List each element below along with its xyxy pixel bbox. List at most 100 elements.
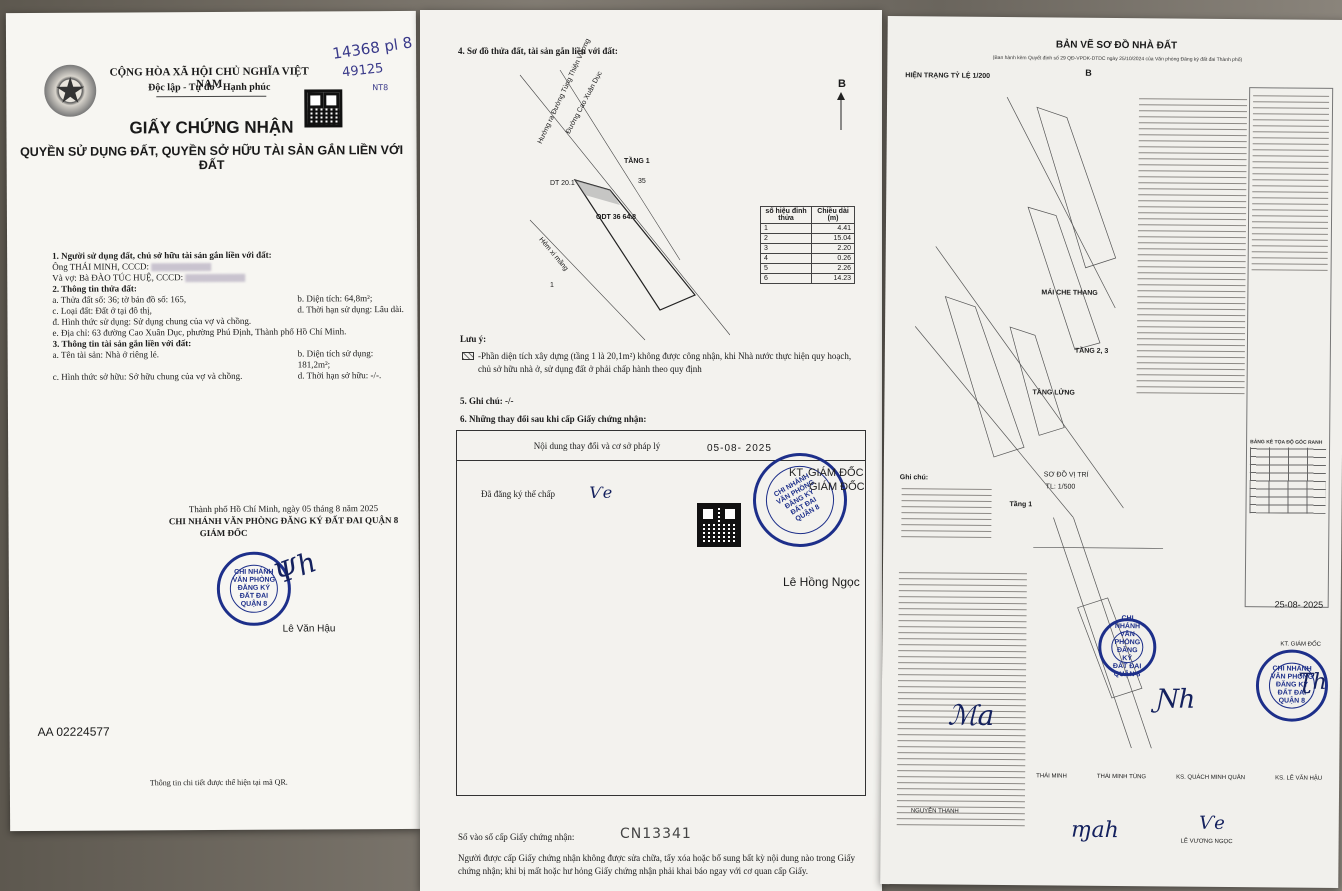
house-land-plan-page: BẢN VẼ SƠ ĐỒ NHÀ ĐẤT (Ban hành kèm Quyết… — [880, 16, 1342, 888]
section-5: 5. Ghi chú: -/- — [460, 396, 514, 406]
stamp-line: VĂN PHÒNG — [1114, 631, 1141, 647]
handwritten-small: NT8 — [372, 83, 389, 93]
neighbor-1: 1 — [550, 282, 554, 289]
redacted-id — [151, 262, 212, 272]
plan-title: BẢN VẼ SƠ ĐỒ NHÀ ĐẤT — [1055, 39, 1178, 52]
vertex-number: 4 — [759, 253, 813, 264]
changes-table: Nội dung thay đổi và cơ sở pháp lý 05-08… — [456, 430, 866, 796]
owner-section: 1. Người sử dụng đất, chủ sở hữu tài sản… — [52, 249, 408, 383]
floor-plan-drawing — [914, 96, 1124, 518]
plan-signer-name: THÁI MINH TÙNG — [1096, 773, 1147, 781]
parcel-type: c. Loại đất: Đất ở tại đô thị, — [52, 305, 152, 316]
plan-signature-3: ℳa — [947, 698, 995, 732]
plan-scale: HIỆN TRẠNG TỶ LỆ 1/200 — [905, 72, 991, 80]
plan-signer-name: THÁI MINH — [1036, 773, 1067, 780]
legend-title: Ghi chú: — [899, 474, 929, 482]
owner-1: Ông THÁI MINH, CCCD: — [52, 261, 150, 272]
floor-label: TẦNG 1 — [624, 158, 650, 165]
place-date: Thành phố Hồ Chí Minh, ngày 05 tháng 8 n… — [188, 503, 379, 515]
change-content: Đã đăng ký thế chấp — [481, 489, 555, 499]
owner-2: Và vợ: Bà ĐÀO TÚC HUỆ, CCCD: — [52, 272, 184, 283]
asset-term: d. Thời hạn sở hữu: -/-. — [297, 370, 382, 381]
national-emblem-icon — [44, 64, 97, 117]
handwritten-note: 14368 pl 8 — [331, 33, 414, 63]
edge-length: 2.26 — [811, 263, 855, 274]
register-value: CN13341 — [620, 826, 692, 842]
parcel-number: a. Thửa đất số: 36; tờ bản đồ số: 165, — [52, 294, 187, 305]
stamp-line: QUẬN 8 — [240, 600, 268, 608]
edge-length: 15.04 — [811, 233, 855, 244]
stamp-role: GIÁM ĐỐC — [809, 481, 865, 493]
serial-number: AA 02224577 — [37, 724, 110, 739]
coordinate-table-title: BẢNG KÊ TỌA ĐỘ GÓC RANH — [1250, 439, 1323, 446]
edge-length: 0.26 — [811, 253, 855, 264]
plan-signer-name: KS. LÊ VĂN HẬU — [1275, 775, 1323, 782]
note-text: -Phần diện tích xây dựng (tầng 1 là 20,1… — [478, 351, 852, 374]
plan-signature-4: ɱah — [1070, 817, 1119, 844]
parcel-diagram — [519, 70, 730, 341]
certificate-page-2: 4. Sơ đồ thửa đất, tài sản gắn liền với … — [420, 10, 882, 891]
certificate-title: GIẤY CHỨNG NHẬN — [129, 117, 294, 138]
asset-area: b. Diện tích sử dụng: 181,2m²; — [297, 348, 374, 370]
plan-signer-mid: LÊ VƯƠNG NGỌC — [1180, 838, 1233, 846]
label-so-do-scale: TL: 1/500 — [1045, 483, 1076, 491]
changes-header-text: Nội dung thay đổi và cơ sở pháp lý — [533, 441, 661, 451]
stamp-role-title: KT. GIÁM ĐỐC — [789, 467, 864, 479]
issuing-office: CHI NHÁNH VĂN PHÒNG ĐĂNG KÝ ĐẤT ĐAI QUẬN… — [168, 515, 399, 527]
north-arrow-icon — [837, 92, 845, 130]
label-tang-1: Tầng 1 — [1009, 501, 1033, 509]
label-mai-che: MÁI CHE THANG — [1041, 289, 1098, 297]
label-tang-lung: TẦNG LỬNG — [1032, 389, 1075, 397]
vertex-number: 1 — [759, 223, 813, 234]
motto: Độc lập - Tự do - Hạnh phúc — [148, 81, 271, 94]
parcel-code: ODT 36 64.8 — [596, 214, 637, 221]
change-signer: Lê Hồng Ngọc — [783, 575, 860, 589]
north-label: B — [838, 78, 846, 90]
hatch-legend-icon — [462, 352, 474, 360]
director-title: GIÁM ĐỐC — [199, 527, 248, 539]
label-so-do: SƠ ĐỒ VỊ TRÍ — [1043, 471, 1089, 479]
edge-length: 14.23 — [811, 273, 855, 284]
section-4-heading: 4. Sơ đồ thửa đất, tài sản gắn liền với … — [458, 46, 618, 56]
note-title: Lưu ý: — [460, 334, 487, 344]
plan-signer-name: KS. QUÁCH MINH QUÂN — [1176, 774, 1246, 782]
vertex-number: 2 — [759, 233, 813, 244]
redacted-id — [185, 273, 246, 283]
change-qr-code[interactable] — [697, 503, 741, 547]
register-label: Số vào sổ cấp Giấy chứng nhận: — [458, 832, 575, 842]
stamp-line: CHI NHÁNH — [234, 568, 274, 576]
legend-lines — [901, 488, 992, 543]
edge-length: 2.20 — [811, 243, 855, 254]
vertex-number: 6 — [759, 273, 813, 284]
coordinate-table — [1249, 447, 1327, 514]
certificate-subtitle: QUYỀN SỬ DỤNG ĐẤT, QUYỀN SỞ HỮU TÀI SẢN … — [20, 143, 404, 173]
plan-date: 25-08- 2025 — [1274, 599, 1324, 610]
changes-table-header — [457, 431, 865, 461]
parcel-info-lines — [1251, 95, 1330, 276]
certificate-page-1: CỘNG HÒA XÃ HỘI CHỦ NGHĨA VIỆT NAM Độc l… — [5, 10, 421, 832]
asset-ownership: c. Hình thức sở hữu: Sở hữu chung của vợ… — [52, 370, 243, 382]
asset-name: a. Tên tài sản: Nhà ở riêng lẻ. — [52, 349, 159, 360]
vertex-number: 5 — [759, 263, 813, 274]
plan-signature-2: Ʈh — [1297, 669, 1327, 695]
neighbor-35: 35 — [638, 178, 646, 185]
handwritten-number: 49125 — [341, 60, 385, 81]
stamp-line: VĂN PHÒNG — [232, 576, 276, 584]
plan-subtitle: (Ban hành kèm Quyết định số 29 QĐ-VPDK-D… — [992, 54, 1243, 64]
label-tang-23: TẦNG 2, 3 — [1074, 347, 1109, 355]
qr-footer: Thông tin chi tiết được thể hiện tại mã … — [149, 777, 288, 788]
dt-label: DT 20.1 — [550, 180, 575, 187]
plan-north: B — [1085, 67, 1092, 78]
change-date: 05-08- 2025 — [707, 443, 772, 454]
parcel-area: b. Diện tích: 64,8m²; — [297, 293, 373, 304]
plan-signature-1: Ɲh — [1155, 684, 1196, 715]
